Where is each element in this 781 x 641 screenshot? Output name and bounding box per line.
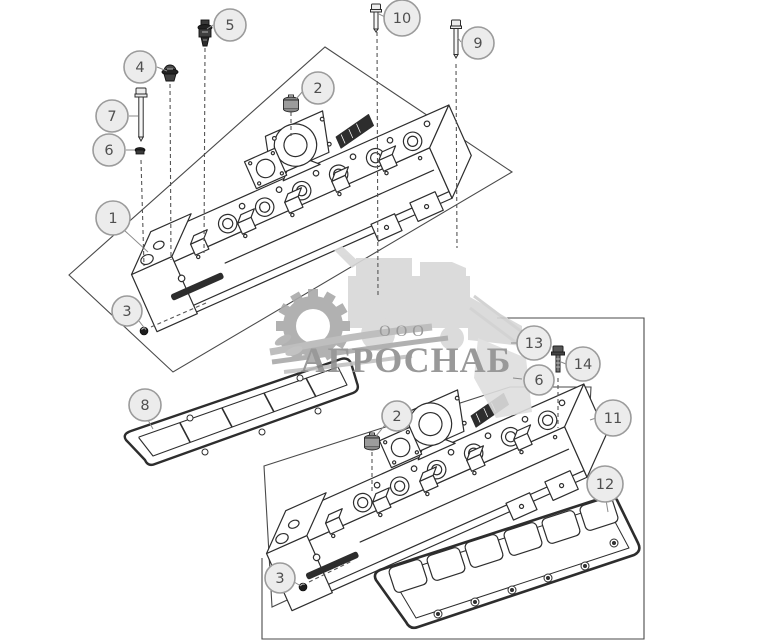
callout-bubble xyxy=(95,99,129,133)
callout-number: 12 xyxy=(596,477,614,493)
callout-bubble xyxy=(594,399,632,437)
callout-number: 10 xyxy=(393,11,411,27)
callout-12: 12 xyxy=(586,465,624,503)
leader-line xyxy=(560,361,567,365)
callout-number: 2 xyxy=(313,81,322,97)
leader-line xyxy=(123,229,149,253)
callout-10: 10 xyxy=(383,0,421,37)
callout-6: 6 xyxy=(523,364,555,396)
hex-nut-icon xyxy=(134,147,146,155)
leader-lines-layer xyxy=(123,13,609,587)
callout-bubble xyxy=(128,388,162,422)
watermark-company-prefix: ООО xyxy=(379,323,429,340)
callout-bubble xyxy=(111,295,143,327)
assembly-axis-dashed-line xyxy=(150,302,207,328)
callout-number: 2 xyxy=(392,409,401,425)
callout-number: 3 xyxy=(275,571,284,587)
assembly-axis-dashed-line xyxy=(455,63,458,249)
watermark-company-name: АГРОСНАБ xyxy=(301,340,512,380)
callout-number: 3 xyxy=(122,304,131,320)
leader-line xyxy=(138,320,147,331)
callout-bubble xyxy=(92,133,126,167)
callout-bubble xyxy=(95,200,131,236)
callout-number: 7 xyxy=(107,109,116,125)
callout-bubble xyxy=(383,0,421,37)
flange-bolt-icon xyxy=(551,345,565,373)
assembly-axis-dashed-line xyxy=(308,560,353,583)
callout-bubble xyxy=(586,465,624,503)
callout-number: 6 xyxy=(534,373,543,389)
callout-number: 13 xyxy=(525,336,543,352)
assembly-axis-dashed-line xyxy=(140,159,145,267)
watermark-harvester-icon xyxy=(334,246,532,418)
watermark-wheat-swoosh xyxy=(269,323,449,374)
lower-outer-frame xyxy=(261,317,645,640)
callout-8: 8 xyxy=(128,388,162,422)
callout-number: 9 xyxy=(473,36,482,52)
callout-2: 2 xyxy=(381,400,413,432)
assembly-axis-dashed-line xyxy=(376,31,379,297)
sensor-plug-icon xyxy=(197,19,213,47)
callout-7: 7 xyxy=(95,99,129,133)
callout-number: 1 xyxy=(108,211,117,227)
callout-4: 4 xyxy=(123,50,157,84)
callout-9: 9 xyxy=(461,26,495,60)
leader-line xyxy=(375,424,386,437)
bolt-l-icon xyxy=(134,87,148,142)
small-plug-icon xyxy=(298,582,308,592)
callout-number: 5 xyxy=(225,18,234,34)
callout-number: 6 xyxy=(104,143,113,159)
leader-line xyxy=(293,581,302,587)
callout-number: 11 xyxy=(604,411,622,427)
callout-14: 14 xyxy=(565,346,601,382)
callout-3: 3 xyxy=(111,295,143,327)
callout-1: 1 xyxy=(95,200,131,236)
cap-plug-icon xyxy=(364,432,380,451)
leader-line xyxy=(512,377,523,380)
cap-plug-icon xyxy=(283,94,299,113)
bolt-m-icon xyxy=(450,19,462,59)
callout-bubble xyxy=(301,71,335,105)
callout-bubble xyxy=(565,346,601,382)
callout-6: 6 xyxy=(92,133,126,167)
callout-number: 8 xyxy=(140,398,149,414)
callout-bubble xyxy=(213,8,247,42)
callout-3: 3 xyxy=(264,562,296,594)
callout-bubble xyxy=(381,400,413,432)
callout-bubble xyxy=(516,325,552,361)
callout-11: 11 xyxy=(594,399,632,437)
valve-cover-gasket-8 xyxy=(123,357,360,467)
leader-line xyxy=(156,66,168,72)
callout-number: 4 xyxy=(135,60,144,76)
callout-bubble xyxy=(123,50,157,84)
leader-line xyxy=(147,419,154,430)
callout-13: 13 xyxy=(516,325,552,361)
dome-plug-icon xyxy=(161,64,179,82)
callout-bubble xyxy=(461,26,495,60)
callout-bubble xyxy=(264,562,296,594)
bolt-s-icon xyxy=(370,3,382,33)
assembly-axis-dashed-line xyxy=(203,47,206,254)
leader-line xyxy=(457,37,462,43)
callout-5: 5 xyxy=(213,8,247,42)
leader-line xyxy=(206,24,214,30)
callout-2: 2 xyxy=(301,71,335,105)
callout-number: 14 xyxy=(574,357,592,373)
callout-bubble xyxy=(523,364,555,396)
assembly-axis-dashed-line xyxy=(169,83,172,261)
watermark: ООО АГРОСНАБ xyxy=(269,246,532,418)
